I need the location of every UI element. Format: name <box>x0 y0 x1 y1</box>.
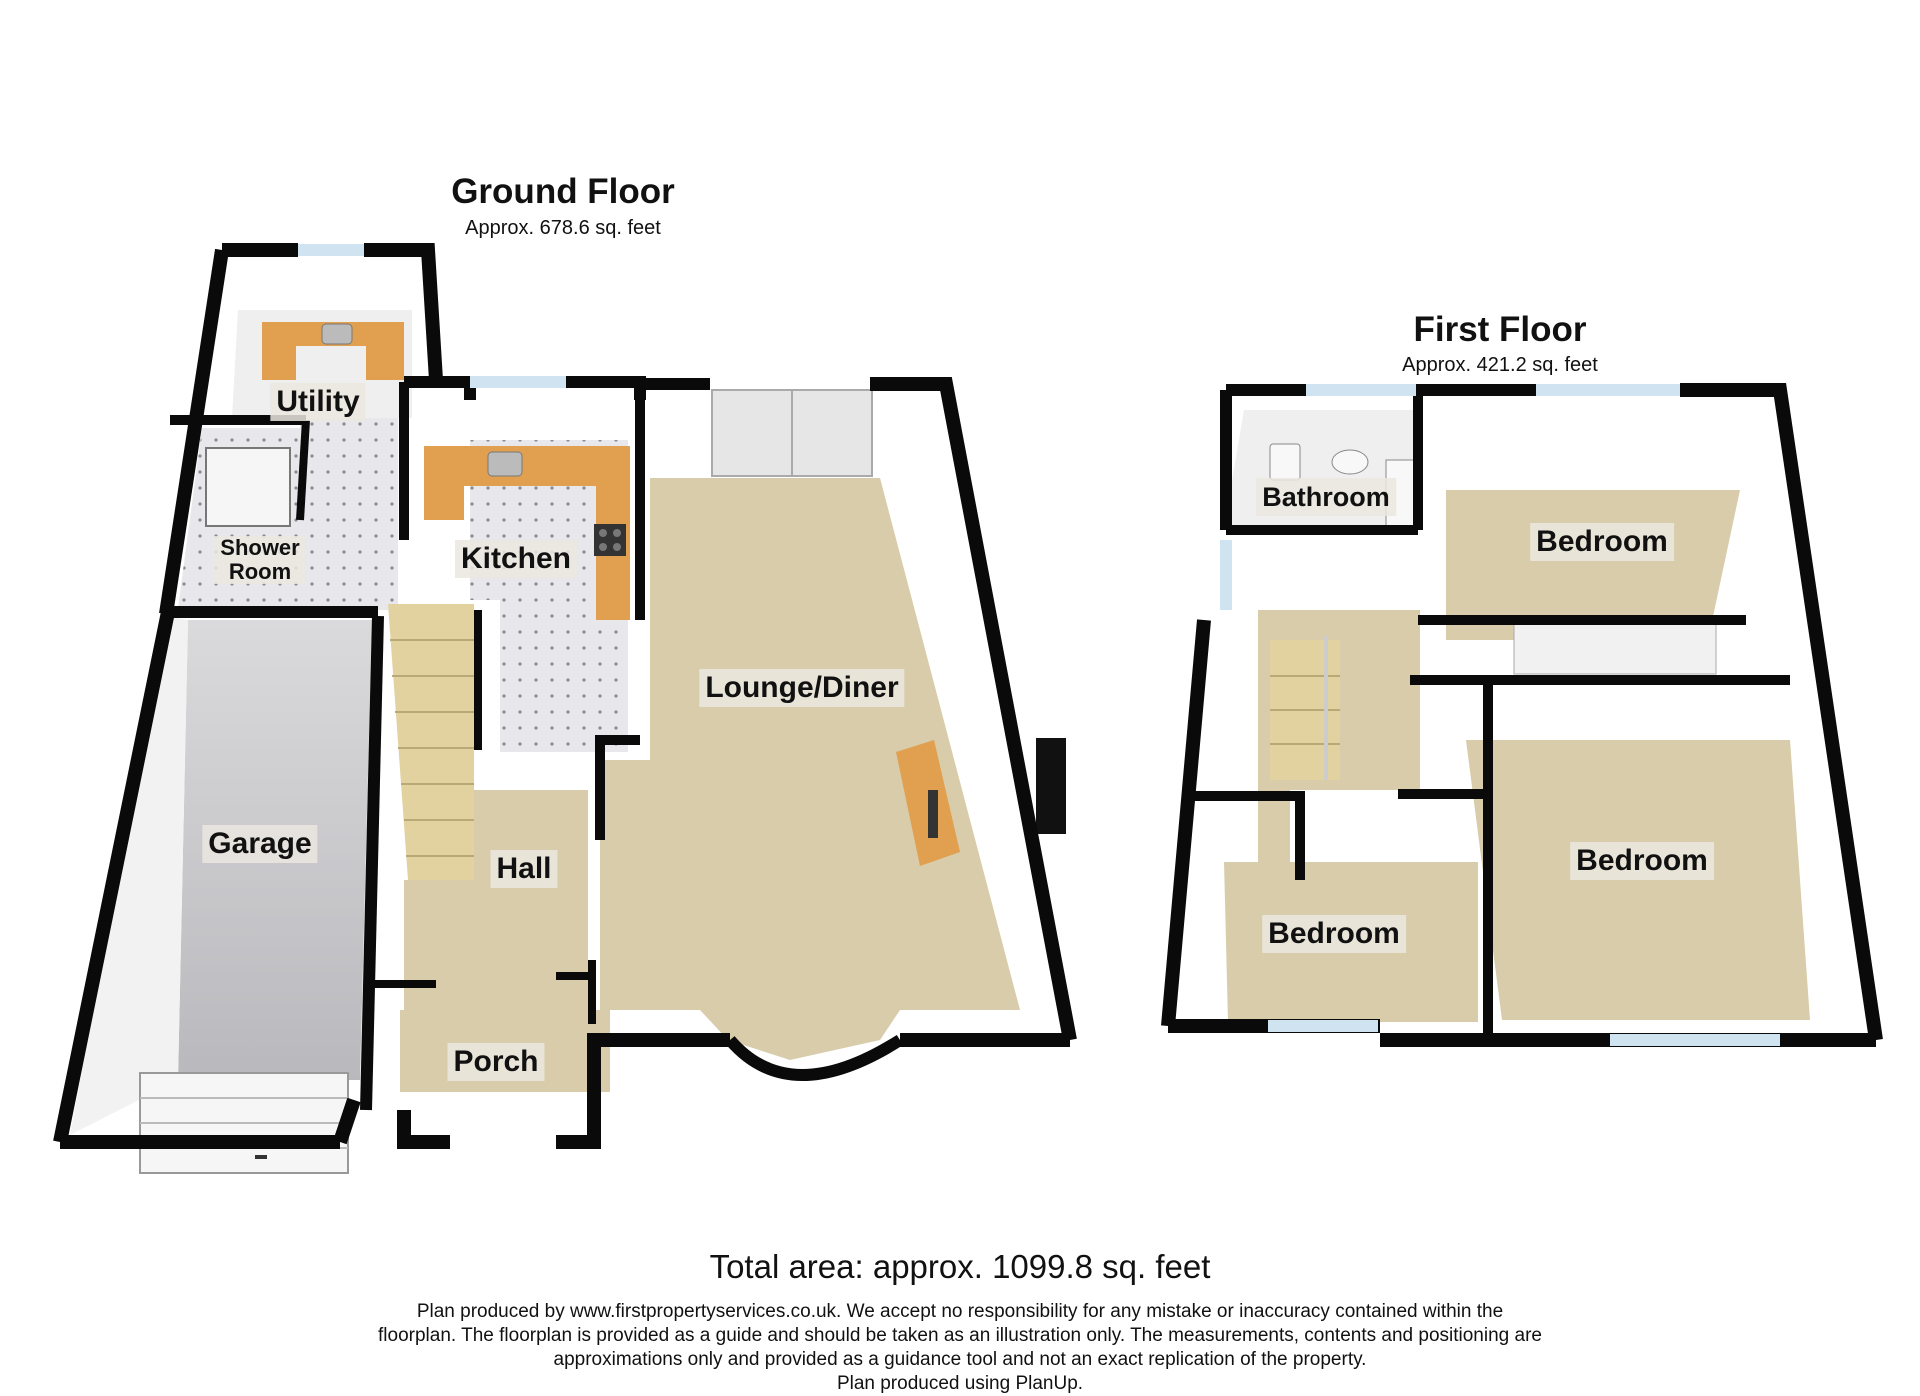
total-area: Total area: approx. 1099.8 sq. feet <box>709 1248 1211 1285</box>
shower-room-label-line1: Shower <box>220 535 300 560</box>
bedroom-2-floor <box>1466 740 1810 1020</box>
bedroom-3-window <box>1268 1020 1378 1032</box>
room-label-garage: Garage <box>202 825 318 863</box>
room-label-bedroom-3: Bedroom <box>1262 915 1406 953</box>
disclaimer-line: floorplan. The floorplan is provided as … <box>378 1325 1542 1346</box>
first-floor-plan <box>1161 383 1883 1047</box>
wardrobe <box>1513 619 1717 675</box>
room-label-porch: Porch <box>447 1043 545 1081</box>
lounge-diner-floor <box>600 478 1020 1060</box>
room-label-shower-room: Shower Room <box>214 535 306 584</box>
bedroom-2-window <box>1610 1034 1780 1046</box>
disclaimer-line: Plan produced by www.firstpropertyservic… <box>416 1301 1504 1322</box>
shower-room-label-line2: Room <box>228 559 292 584</box>
kitchen-window <box>470 376 566 388</box>
kitchen-worktop <box>424 446 630 620</box>
room-label-utility: Utility <box>270 383 366 421</box>
ground-floor-title: Ground Floor <box>451 172 675 211</box>
room-label-lounge-diner: Lounge/Diner <box>699 669 905 707</box>
garage-left-wall-face <box>70 616 188 1135</box>
ground-floor-area: Approx. 678.6 sq. feet <box>465 217 661 239</box>
disclaimer-line: approximations only and provided as a gu… <box>553 1349 1367 1370</box>
room-label-kitchen: Kitchen <box>454 540 578 578</box>
bedroom-1-window <box>1536 384 1680 396</box>
garage-door <box>139 1072 349 1174</box>
utility-window <box>298 244 364 256</box>
kitchen-floor <box>470 440 628 752</box>
first-floor-area: Approx. 421.2 sq. feet <box>1402 354 1598 376</box>
bathroom-window <box>1306 384 1416 396</box>
first-floor-title: First Floor <box>1413 310 1587 349</box>
ground-floor-plan <box>53 243 1077 1174</box>
disclaimer-line: Plan produced using PlanUp. <box>836 1373 1084 1394</box>
utility-passage-floor <box>300 418 398 610</box>
landing-window <box>1220 540 1232 610</box>
utility-worktop <box>262 322 404 380</box>
chimney-breast <box>1036 738 1066 834</box>
ground-floor-stairs <box>388 604 474 880</box>
hall-floor <box>404 790 588 1010</box>
room-label-bedroom-1: Bedroom <box>1530 523 1674 561</box>
disclaimer: Plan produced by www.firstpropertyservic… <box>290 1300 1630 1396</box>
room-label-bedroom-2: Bedroom <box>1570 842 1714 880</box>
room-label-bathroom: Bathroom <box>1256 478 1396 516</box>
first-floor-stairs <box>1270 636 1340 780</box>
room-label-hall: Hall <box>490 850 558 888</box>
